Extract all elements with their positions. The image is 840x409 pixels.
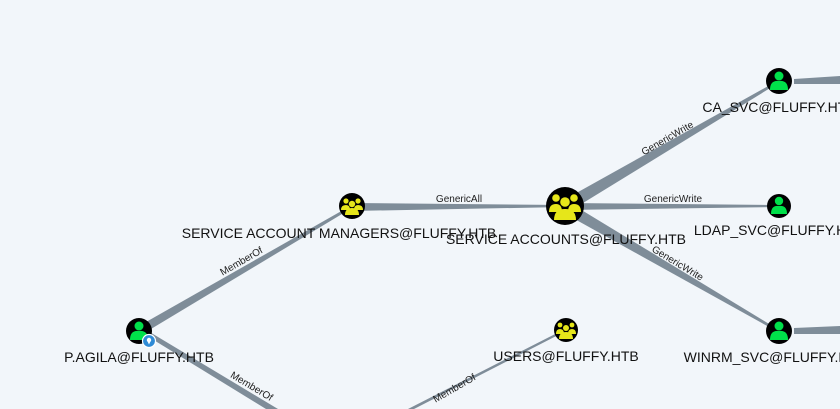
node-label-p-agila: P.AGILA@FLUFFY.HTB: [64, 349, 214, 365]
user-icon: [770, 321, 788, 340]
node-label-winrm-svc: WINRM_SVC@FLUFFY.HTB: [684, 349, 840, 365]
edge-memberof-p-agila-offscreen[interactable]: MemberOf: [139, 328, 278, 409]
edge-memberof-offscreen-to-users[interactable]: MemberOf: [408, 329, 566, 409]
node-p-agila[interactable]: P.AGILA@FLUFFY.HTB: [64, 318, 214, 365]
node-users[interactable]: USERS@FLUFFY.HTB: [493, 318, 639, 364]
node-service-accounts[interactable]: SERVICE ACCOUNTS@FLUFFY.HTB: [446, 187, 686, 247]
edge-label-genericwrite-ldap-svc: GenericWrite: [644, 194, 703, 205]
user-icon: [771, 196, 787, 214]
node-label-ca-svc: CA_SVC@FLUFFY.HTB: [702, 99, 840, 115]
edge-label-memberof-3: MemberOf: [432, 372, 479, 405]
node-service-account-managers[interactable]: SERVICE ACCOUNT MANAGERS@FLUFFY.HTB: [182, 193, 497, 241]
group-icon: [341, 198, 363, 215]
edge-label-genericall: GenericAll: [436, 194, 482, 205]
node-label-service-accounts: SERVICE ACCOUNTS@FLUFFY.HTB: [446, 231, 686, 247]
node-label-service-account-managers: SERVICE ACCOUNT MANAGERS@FLUFFY.HTB: [182, 225, 497, 241]
node-label-users: USERS@FLUFFY.HTB: [493, 348, 638, 364]
edge-ca-svc-offscreen: [794, 76, 840, 84]
node-label-ldap-svc: LDAP_SVC@FLUFFY.HTB: [694, 222, 840, 238]
user-icon: [770, 71, 788, 90]
edge-winrm-svc-offscreen: [794, 326, 840, 334]
location-pin-icon: [141, 333, 157, 349]
group-icon: [549, 194, 581, 220]
node-winrm-svc[interactable]: WINRM_SVC@FLUFFY.HTB: [684, 318, 840, 365]
edge-genericwrite-sa-to-ldap-svc[interactable]: GenericWrite: [565, 194, 779, 210]
node-ca-svc[interactable]: CA_SVC@FLUFFY.HTB: [702, 68, 840, 115]
group-icon: [556, 322, 576, 339]
edge-genericall-sam-to-sa[interactable]: GenericAll: [352, 194, 565, 211]
node-ldap-svc[interactable]: LDAP_SVC@FLUFFY.HTB: [694, 194, 840, 238]
